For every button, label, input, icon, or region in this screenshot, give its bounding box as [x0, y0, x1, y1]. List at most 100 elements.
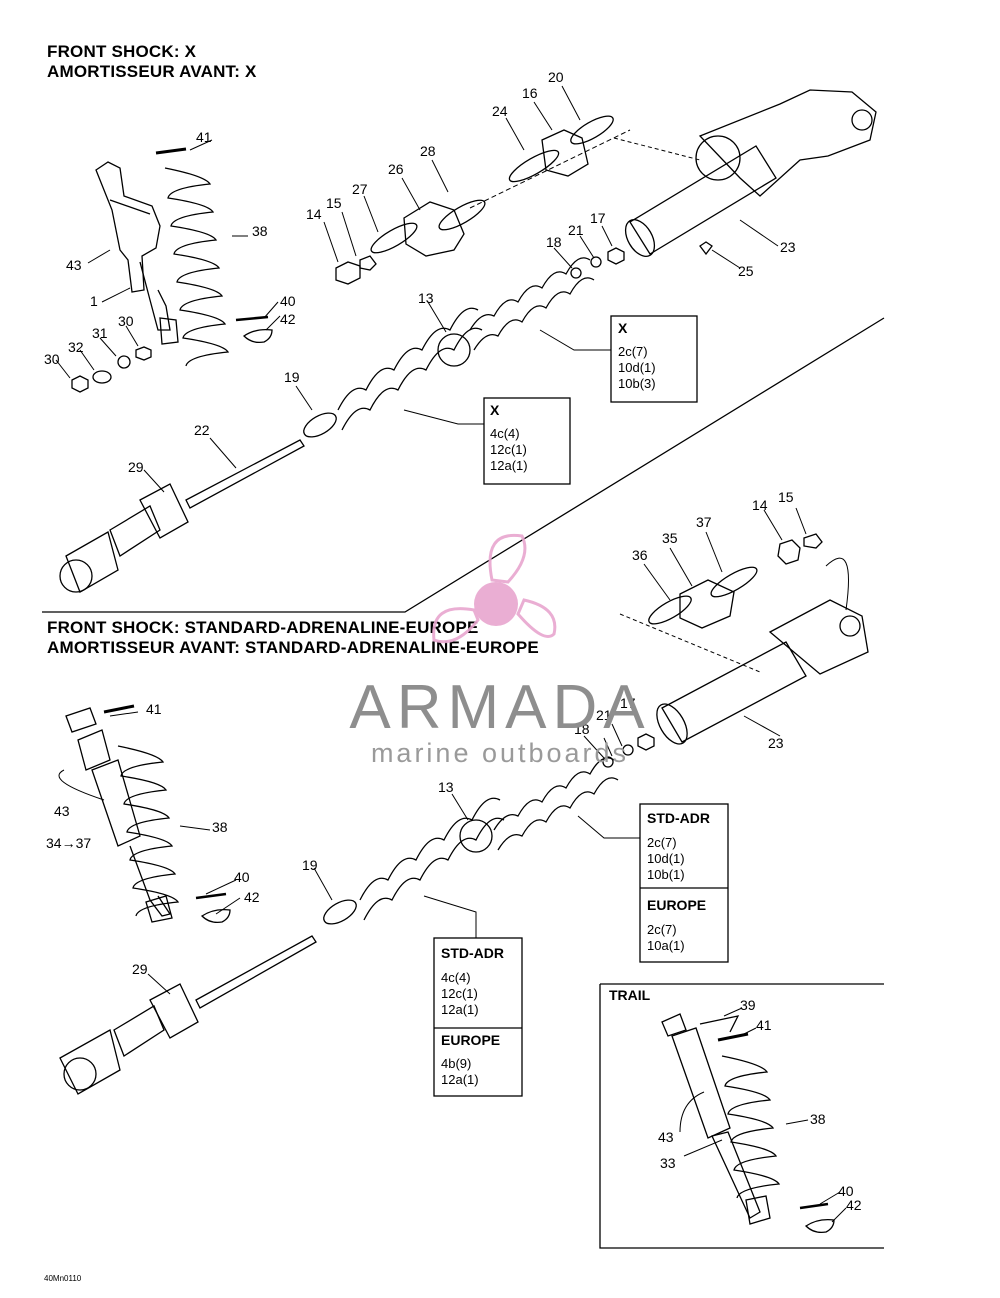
callout-top-1: 43 [66, 257, 82, 273]
callout-trail-6: 42 [846, 1197, 862, 1213]
callout-trail-0: 39 [740, 997, 756, 1013]
box-x-upper-line-2: 10d(1) [618, 360, 656, 375]
box-std-upper-line-2: 10d(1) [647, 851, 685, 866]
title-top-french: AMORTISSEUR AVANT: X [47, 62, 257, 81]
callout-top-6: 30 [44, 351, 60, 367]
box-x-upper-frame [610, 315, 698, 403]
callout-bottom-7: 15 [778, 489, 794, 505]
callout-top-26: 29 [128, 459, 144, 475]
callout-top-4: 40 [280, 293, 296, 309]
box-std-lower-head-2: EUROPE [441, 1032, 500, 1048]
callout-bottom-13: 17 [620, 695, 636, 711]
box-x-lower-line-2: 12c(1) [490, 442, 527, 457]
trail-leader-lines [679, 1007, 847, 1223]
callout-bottom-15: 13 [438, 779, 454, 795]
callout-top-19: 25 [738, 263, 754, 279]
reference-code: 40Mn0110 [44, 1274, 82, 1283]
box-std-upper-head: STD-ADR [647, 810, 710, 826]
trail-head: TRAIL [609, 987, 651, 1003]
bottom-reservoir-parts-drawing [648, 533, 823, 629]
callout-bottom-16: 19 [302, 857, 318, 873]
box-std-upper-line-5: 10a(1) [647, 938, 685, 953]
watermark-propeller-logo [432, 533, 557, 644]
callout-top-2: 1 [90, 293, 98, 309]
callouts-bottom: 41 43 34→37 38 40 42 14 15 37 35 36 23 21 17 18 13 19 29 [46, 489, 794, 977]
box-x-upper-line-3: 10b(3) [618, 376, 656, 391]
callouts-top: 4143138404230323130141527262824162023251… [44, 69, 796, 475]
callout-top-16: 16 [522, 85, 538, 101]
box-x-lower-line-3: 12a(1) [490, 458, 528, 473]
box-x-lower-head: X [490, 402, 500, 418]
callout-bottom-0: 41 [146, 701, 162, 717]
callout-bottom-9: 35 [662, 530, 678, 546]
callout-top-23: 13 [418, 290, 434, 306]
callout-bottom-10: 36 [632, 547, 648, 563]
bottom-shock-assembly-drawing [65, 704, 173, 923]
callout-top-0: 41 [196, 129, 212, 145]
callout-bottom-8: 37 [696, 514, 712, 530]
callout-top-9: 30 [118, 313, 134, 329]
box-std-lower-line-1: 4c(4) [441, 970, 471, 985]
box-std-upper-head-2: EUROPE [647, 897, 706, 913]
callout-trail-3: 43 [658, 1129, 674, 1145]
callout-trail-5: 40 [838, 1183, 854, 1199]
bottom-spring-38-drawing [117, 745, 231, 924]
callout-bottom-4: 40 [234, 869, 250, 885]
callout-bottom-3: 38 [212, 819, 228, 835]
bottom-shock-body-23-drawing [656, 557, 869, 745]
trail-inset-frame [599, 983, 884, 1249]
box-std-upper-line-3: 10b(1) [647, 867, 685, 882]
callout-top-14: 28 [420, 143, 436, 159]
callout-trail-4: 33 [660, 1155, 676, 1171]
box-std-lower-line-2: 12c(1) [441, 986, 478, 1001]
callout-bottom-17: 29 [132, 961, 148, 977]
callout-top-24: 19 [284, 369, 300, 385]
callout-bottom-6: 14 [752, 497, 768, 513]
callout-bottom-14: 18 [574, 721, 590, 737]
top-shock-body-23-drawing [624, 89, 877, 257]
callout-top-17: 20 [548, 69, 564, 85]
callout-bottom-2: 34→37 [46, 835, 91, 851]
callout-top-25: 22 [194, 422, 210, 438]
section-divider-line [42, 317, 885, 613]
callout-top-18: 23 [780, 239, 796, 255]
callout-trail-2: 38 [810, 1111, 826, 1127]
bottom-leader-lines [58, 507, 807, 995]
callout-top-20: 18 [546, 234, 562, 250]
callout-top-7: 32 [68, 339, 84, 355]
top-spring-38-drawing [155, 147, 273, 367]
callout-top-13: 26 [388, 161, 404, 177]
box-std-lower-line-3: 12a(1) [441, 1002, 479, 1017]
callout-top-3: 38 [252, 223, 268, 239]
top-spring-stack-drawing [303, 247, 625, 438]
callout-top-21: 21 [568, 222, 584, 238]
callout-top-22: 17 [590, 210, 606, 226]
watermark-subtitle: marine outboards [370, 738, 630, 768]
callout-top-8: 31 [92, 325, 108, 341]
callout-bottom-1: 43 [54, 803, 70, 819]
box-std-lower-line-5: 12a(1) [441, 1072, 479, 1087]
top-hardware-drawing [71, 346, 152, 393]
callout-top-10: 14 [306, 206, 322, 222]
box-std-upper-frame [639, 803, 729, 963]
callout-trail-1: 41 [756, 1017, 772, 1033]
top-shock-assembly-drawing [95, 161, 179, 345]
top-shaft-eye-drawing [59, 439, 305, 593]
box-std-lower-line-4: 4b(9) [441, 1056, 471, 1071]
box-x-upper-line-1: 2c(7) [618, 344, 648, 359]
callout-bottom-5: 42 [244, 889, 260, 905]
trail-shock-drawing [661, 1013, 835, 1234]
box-std-upper-line-4: 2c(7) [647, 922, 677, 937]
bottom-shaft-eye-drawing [59, 935, 317, 1095]
box-x-upper-head: X [618, 320, 628, 336]
callout-bottom-11: 23 [768, 735, 784, 751]
box-std-lower-head: STD-ADR [441, 945, 504, 961]
title-top-english: FRONT SHOCK: X [47, 42, 197, 61]
callout-top-12: 27 [352, 181, 368, 197]
title-bottom-french: AMORTISSEUR AVANT: STANDARD-ADRENALINE-E… [47, 638, 539, 657]
box-std-lower-frame [433, 937, 523, 1097]
top-leader-lines [55, 85, 779, 493]
callout-bottom-12: 21 [596, 707, 612, 723]
